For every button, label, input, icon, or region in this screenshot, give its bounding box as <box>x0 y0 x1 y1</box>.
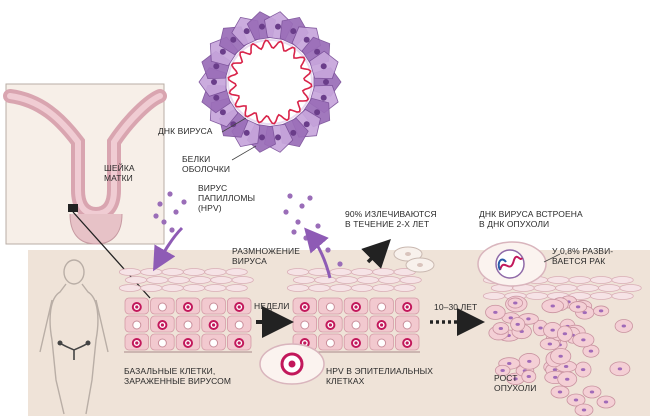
dna-pointer <box>221 117 247 133</box>
uterus-small-icon <box>57 340 91 360</box>
integrated-dna-icon <box>477 241 561 287</box>
cure-arrow <box>361 239 391 269</box>
infected-cell-icon <box>259 343 325 385</box>
label-virus-replication: РАЗМНОЖЕНИЕ ВИРУСА <box>232 246 300 266</box>
label-cured-90: 90% ИЗЛЕЧИВАЮТСЯ В ТЕЧЕНИЕ 2-Х ЛЕТ <box>345 209 437 229</box>
label-years: 10–30 ЛЕТ <box>434 302 478 312</box>
label-basal-cells: БАЗАЛЬНЫЕ КЛЕТКИ, ЗАРАЖЕННЫЕ ВИРУСОМ <box>124 366 232 386</box>
label-dna-integrated: ДНК ВИРУСА ВСТРОЕНА В ДНК ОПУХОЛИ <box>479 209 583 229</box>
female-silhouette-icon <box>39 259 109 415</box>
label-tumor-growth: РОСТ ОПУХОЛИ <box>494 373 537 393</box>
infection-arrow <box>153 226 184 272</box>
virus-particle-icon <box>198 11 342 153</box>
label-weeks: НЕДЕЛИ <box>254 301 290 311</box>
tissue-stage-epithelial <box>286 268 422 353</box>
tissue-stage-tumor <box>482 276 642 416</box>
label-virus-dna: ДНК ВИРУСА <box>158 126 213 136</box>
uterus-icon <box>3 89 167 299</box>
label-cancer-08: У 0,8% РАЗВИ- ВАЕТСЯ РАК <box>552 246 614 266</box>
label-capsid-proteins: БЕЛКИ ОБОЛОЧКИ <box>182 154 231 174</box>
uterus-inset <box>3 83 167 299</box>
label-hpv-virus: ВИРУС ПАПИЛЛОМЫ (HPV) <box>198 183 256 213</box>
label-hpv-in-cells: HPV В ЭПИТЕЛИАЛЬНЫХ КЛЕТКАХ <box>326 366 433 386</box>
tissue-stage-basal <box>118 268 254 353</box>
label-cervix: ШЕЙКА МАТКИ <box>104 163 135 183</box>
virus-dots-incoming <box>153 191 187 233</box>
capsid-pointer <box>231 145 257 161</box>
replication-arrow <box>304 227 332 279</box>
healed-cells <box>393 246 435 273</box>
